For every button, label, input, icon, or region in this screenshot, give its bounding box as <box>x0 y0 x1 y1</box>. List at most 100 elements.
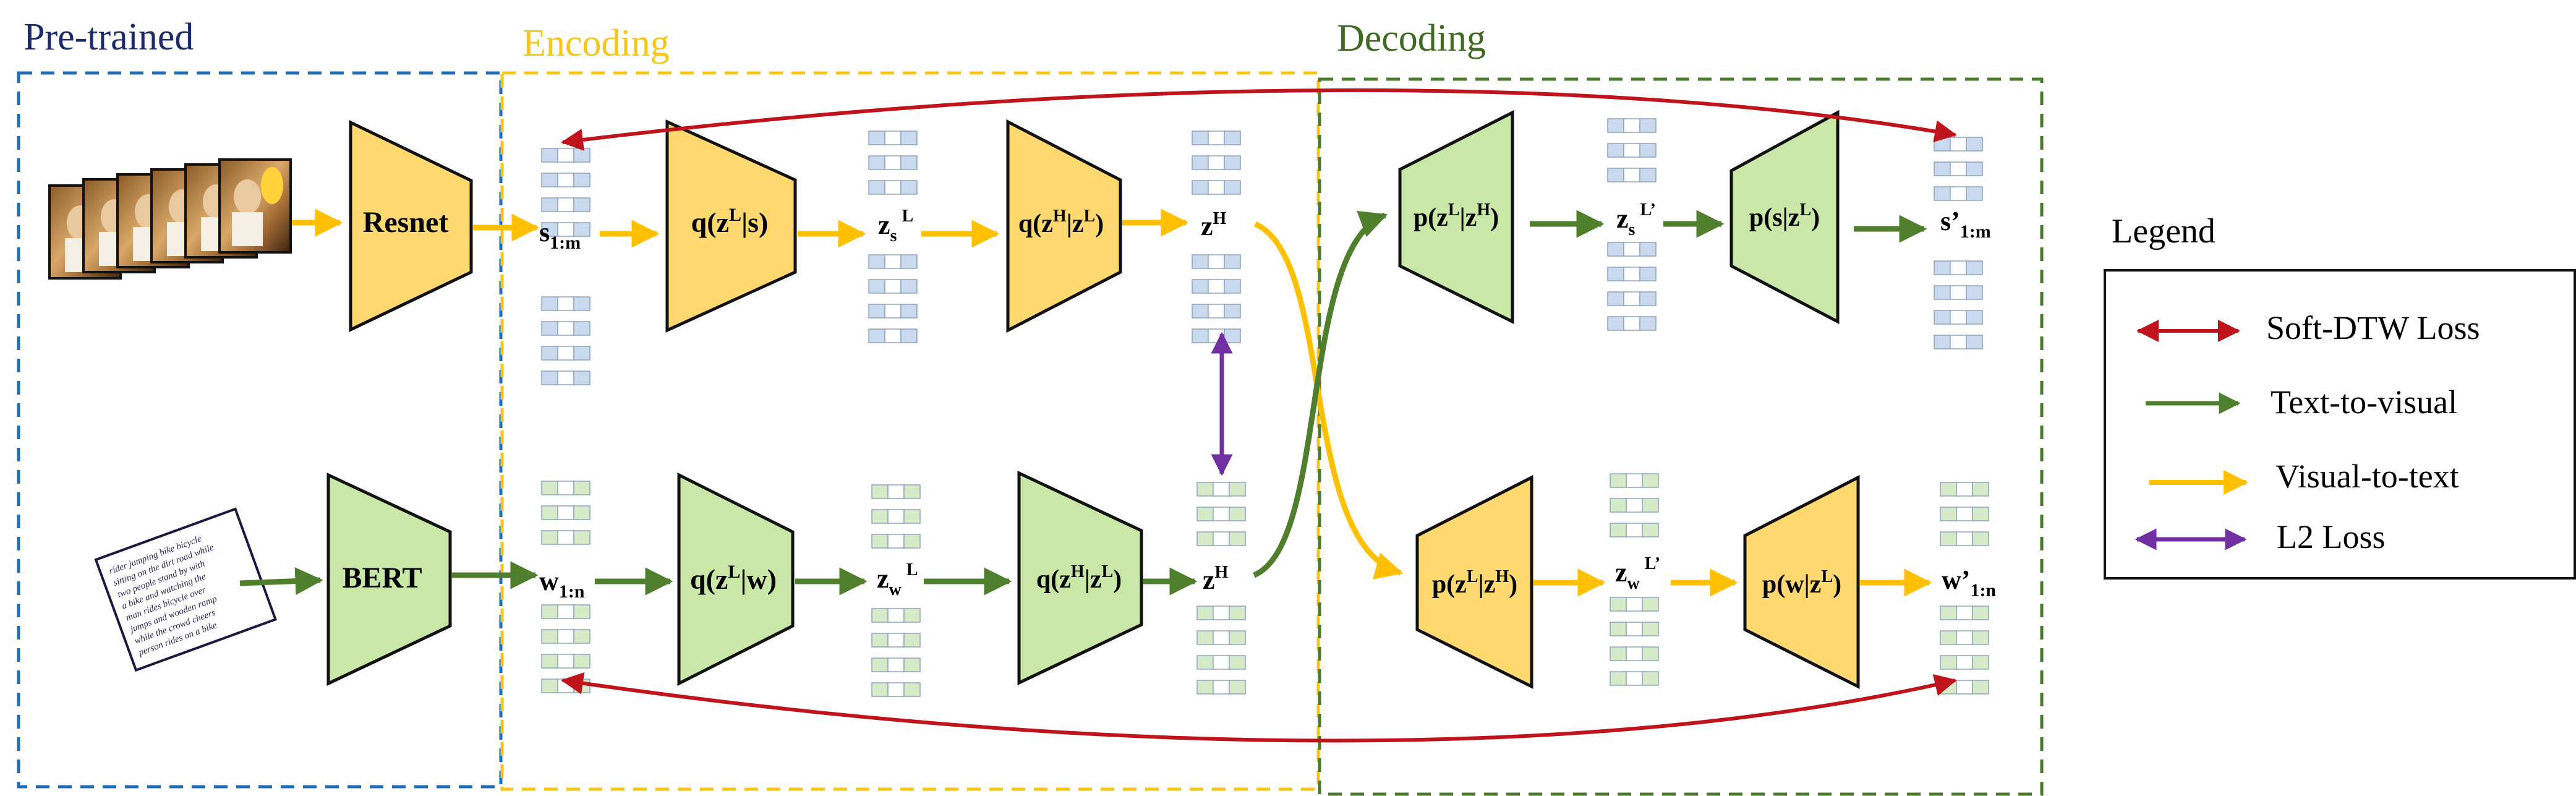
vector-zs-cell <box>900 155 918 170</box>
vector-zh-bottom-cell <box>1213 507 1230 521</box>
vector-zs-prime-cell <box>1639 242 1657 257</box>
vector-zs-prime-cell <box>1607 118 1624 133</box>
module-q-zh-zl-bottom: q(zH|zL) <box>1017 471 1143 685</box>
vector-zw-prime-cell <box>1610 498 1627 513</box>
vector-zs-cell <box>868 279 885 294</box>
vector-zw-prime-cell <box>1626 498 1643 513</box>
vector-w-prime-cell <box>1940 630 1957 645</box>
vector-zs-cell <box>900 131 918 145</box>
vector-zw-prime-cell <box>1642 622 1659 636</box>
module-q-zh-zl-top: q(zH|zL) <box>1006 119 1122 333</box>
vector-zh-top-cell <box>1208 279 1225 294</box>
vector-w-cell <box>557 654 574 669</box>
vector-s-prime <box>1934 137 1983 349</box>
vector-zw-cell <box>887 633 905 648</box>
vector-zw-cell <box>903 657 921 672</box>
vector-zw-cell <box>871 682 889 697</box>
vector-zh-bottom-cell <box>1229 482 1246 497</box>
vector-w-cell <box>557 481 574 495</box>
vector-w-cell <box>573 481 591 495</box>
vector-zh-bottom-cell <box>1196 606 1214 620</box>
encoding-box <box>500 71 1320 791</box>
vector-s-cell <box>573 296 591 311</box>
vector-zs-cell <box>868 131 885 145</box>
vector-zh-top-cell <box>1224 131 1241 145</box>
vector-zh-top-cell <box>1224 279 1241 294</box>
vector-w-prime <box>1940 482 1989 695</box>
vector-zs-prime-cell <box>1623 291 1640 306</box>
vector-zh-top-cell <box>1208 304 1225 319</box>
vector-s-cell <box>557 321 574 336</box>
vector-zw-cell <box>903 633 921 648</box>
vector-s-prime-cell <box>1950 335 1967 349</box>
vector-zs-prime-cell <box>1607 143 1624 158</box>
vector-zh-bottom-cell <box>1229 680 1246 695</box>
vector-zs-cell <box>868 254 885 269</box>
vector-zw-prime-cell <box>1642 498 1659 513</box>
vector-zh-top-cell <box>1208 155 1225 170</box>
vector-zw-cell <box>903 608 921 623</box>
svg-text:p(s|zL): p(s|zL) <box>1749 200 1820 232</box>
vector-zs-prime-cell <box>1623 242 1640 257</box>
vector-s-prime-cell <box>1950 161 1967 176</box>
vector-s-prime-cell <box>1966 161 1983 176</box>
vector-w-prime-cell <box>1940 531 1957 546</box>
arrow-doc-bert <box>239 567 323 596</box>
vector-zh-bottom-cell <box>1229 531 1246 546</box>
vector-zw-cell <box>887 509 905 524</box>
vector-s-cell <box>573 173 591 187</box>
label-w-prime: w’1:n <box>1942 565 1996 601</box>
vector-zs-cell <box>900 328 918 343</box>
vector-w-cell <box>557 505 574 520</box>
vector-zw-cell <box>871 608 889 623</box>
vector-zs-cell <box>900 254 918 269</box>
vector-zw-prime-cell <box>1610 646 1627 661</box>
vector-zw-cell <box>903 534 921 549</box>
vector-zs-prime-cell <box>1623 118 1640 133</box>
vector-zs-cell <box>884 155 902 170</box>
vector-zs-cell <box>884 131 902 145</box>
vector-s-prime-cell <box>1934 310 1951 325</box>
vector-s-prime-cell <box>1934 186 1951 201</box>
vector-s-cell <box>541 197 558 212</box>
vector-s <box>541 148 591 385</box>
svg-text:p(zL|zH): p(zL|zH) <box>1432 567 1517 599</box>
module-p-zl-zh-top: p(zL|zH) <box>1398 109 1514 325</box>
vector-s-prime-cell <box>1950 137 1967 152</box>
vector-w-prime-cell <box>1972 606 1989 620</box>
vector-s-cell <box>573 222 591 237</box>
vector-zw-prime-cell <box>1626 646 1643 661</box>
vector-zh-bottom-cell <box>1213 630 1230 645</box>
vector-w-cell <box>541 505 558 520</box>
vector-zs-cell <box>900 279 918 294</box>
vector-zh-bottom-cell <box>1196 680 1214 695</box>
vector-zw-prime-cell <box>1626 473 1643 488</box>
vector-zs-cell <box>900 304 918 319</box>
vector-zh-bottom-cell <box>1213 531 1230 546</box>
svg-text:p(zL|zH): p(zL|zH) <box>1414 200 1499 232</box>
legend-title: Legend <box>2112 212 2216 250</box>
vector-zh-top-cell <box>1192 328 1209 343</box>
vector-zh-top <box>1192 131 1241 343</box>
vector-s-prime-cell <box>1966 285 1983 300</box>
vector-s-prime-cell <box>1934 285 1951 300</box>
encoding-title: Encoding <box>522 22 670 64</box>
vector-zw-prime-cell <box>1642 646 1659 661</box>
svg-text:q(zH|zL): q(zH|zL) <box>1018 207 1104 238</box>
vector-zw-cell <box>887 682 905 697</box>
vector-zs-cell <box>868 180 885 195</box>
vector-zw-cell <box>871 509 889 524</box>
vector-s-prime-cell <box>1950 186 1967 201</box>
vector-zh-top-cell <box>1192 279 1209 294</box>
vector-zw-cell <box>871 633 889 648</box>
vector-zh-top-cell <box>1224 155 1241 170</box>
vector-zs-cell <box>900 180 918 195</box>
vector-zw-prime-cell <box>1642 597 1659 612</box>
vector-zs-prime-cell <box>1639 291 1657 306</box>
vector-zw-prime-cell <box>1610 473 1627 488</box>
vector-zw-cell <box>903 682 921 697</box>
vector-zw-prime-cell <box>1642 671 1659 686</box>
vector-zs-cell <box>884 279 902 294</box>
vector-zw-prime-cell <box>1610 523 1627 537</box>
label-zw: zwL <box>877 560 918 599</box>
